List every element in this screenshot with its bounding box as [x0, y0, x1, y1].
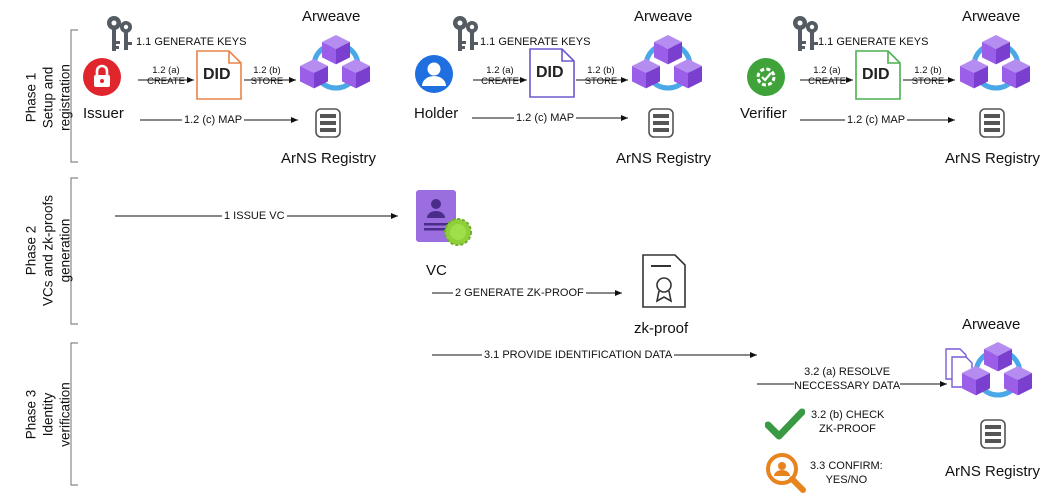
check-zk-label: 3.2 (b) CHECK ZK-PROOF [811, 408, 884, 436]
phase3-bracket [70, 342, 78, 486]
holder-generate-keys-label: 1.1 GENERATE KEYS [480, 36, 591, 48]
provide-data-label: 3.1 PROVIDE IDENTIFICATION DATA [482, 349, 675, 361]
holder-name: Holder [414, 105, 459, 122]
arweave-cubes-icon [962, 342, 1032, 398]
holder-store-label: 1.2 (b) STORE [578, 65, 624, 87]
holder-create-label: 1.2 (a) CREATE [474, 65, 526, 87]
resolve-line-2: NECCESSARY DATA [794, 380, 901, 392]
issuer-arweave-label: Arweave [302, 8, 361, 25]
keys-icon [793, 16, 818, 51]
server-icon [648, 108, 674, 138]
confirm-label: 3.3 CONFIRM: YES/NO [810, 459, 883, 487]
keys-icon [107, 16, 132, 51]
verifier-generate-keys-label: 1.1 GENERATE KEYS [818, 36, 929, 48]
arweave-cubes-icon [960, 35, 1030, 91]
vc-label: VC [426, 262, 447, 279]
verifier-arns-label: ArNS Registry [945, 150, 1041, 167]
verifier-did-label: DID [862, 66, 890, 83]
holder-create-num: 1.2 (a) [486, 65, 514, 76]
generate-zk-label: 2 GENERATE ZK-PROOF [453, 287, 586, 299]
holder-did-label: DID [536, 64, 564, 81]
holder-create-text: CREATE [481, 76, 519, 87]
verifier-map-label: 1.2 (c) MAP [845, 114, 908, 126]
arweave-cubes-icon [300, 35, 370, 91]
phase1-subtitle-2: registration [57, 64, 73, 131]
certificate-icon [642, 254, 686, 308]
server-icon [980, 419, 1006, 449]
confirm-line-2: YES/NO [825, 474, 868, 486]
phase2-subtitle-2: generation [57, 218, 73, 283]
phase2-bracket [70, 177, 78, 325]
phase3-subtitle-1: Identity [40, 392, 56, 437]
verifier-create-label: 1.2 (a) CREATE [801, 65, 853, 87]
issuer-create-label: 1.2 (a) CREATE [140, 65, 192, 87]
check-line-2: ZK-PROOF [819, 423, 876, 435]
phase1-bracket [70, 29, 78, 163]
phase2-title: Phase 2 [23, 225, 39, 276]
phase2-label: Phase 2 VCs and zk-proofs generation [23, 176, 74, 326]
issuer-arns-label: ArNS Registry [281, 150, 377, 167]
holder-arns-label: ArNS Registry [616, 150, 712, 167]
issuer-store-text: STORE [250, 76, 284, 87]
holder-arweave-label: Arweave [634, 8, 693, 25]
holder-store-num: 1.2 (b) [587, 65, 615, 76]
issuer-arweave-cubes [298, 30, 374, 107]
checkmark-icon [765, 408, 805, 440]
holder-map-label: 1.2 (c) MAP [514, 112, 577, 124]
verifier-store-label: 1.2 (b) STORE [905, 65, 951, 87]
server-icon [979, 108, 1005, 138]
phase1-label: Phase 1 Setup and registration [23, 28, 74, 168]
holder-did-document-icon [529, 48, 575, 98]
issuer-create-num: 1.2 (a) [152, 65, 180, 76]
issuer-map-label: 1.2 (c) MAP [182, 114, 245, 126]
verifier-name: Verifier [740, 105, 787, 122]
phase3-arweave-cubes [960, 337, 1036, 414]
credential-icon [416, 190, 472, 246]
verifier-create-text: CREATE [808, 76, 846, 87]
verifier-store-num: 1.2 (b) [914, 65, 942, 76]
phase1-title: Phase 1 [23, 72, 39, 123]
phase3-title: Phase 3 [23, 389, 39, 440]
verifier-arweave-cubes [958, 30, 1034, 107]
confirm-line-1: 3.3 CONFIRM: [810, 460, 883, 472]
arweave-cubes-icon [632, 35, 702, 91]
holder-arweave-cubes [630, 30, 706, 107]
search-user-icon [766, 453, 806, 493]
issuer-did-document-icon [196, 50, 242, 100]
issuer-create-text: CREATE [147, 76, 185, 87]
issuer-store-label: 1.2 (b) STORE [244, 65, 290, 87]
resolve-data-label: 3.2 (a) RESOLVE NECCESSARY DATA [794, 365, 901, 393]
phase3-arns-label: ArNS Registry [945, 463, 1041, 480]
user-icon [415, 55, 453, 93]
server-icon [315, 108, 341, 138]
phase1-subtitle-1: Setup and [40, 66, 56, 129]
holder-store-text: STORE [584, 76, 618, 87]
phase3-subtitle-2: verification [57, 382, 73, 447]
resolve-line-1: 3.2 (a) RESOLVE [804, 366, 891, 378]
issuer-store-num: 1.2 (b) [253, 65, 281, 76]
verified-gear-icon [747, 58, 785, 96]
issue-vc-label: 1 ISSUE VC [222, 210, 287, 222]
check-line-1: 3.2 (b) CHECK [811, 409, 885, 421]
verifier-create-num: 1.2 (a) [813, 65, 841, 76]
zk-proof-label: zk-proof [634, 320, 689, 337]
verifier-did-document-icon [855, 50, 901, 100]
issuer-did-label: DID [203, 66, 231, 83]
issuer-name: Issuer [83, 105, 124, 122]
lock-icon [83, 58, 121, 96]
verifier-arweave-label: Arweave [962, 8, 1021, 25]
phase2-subtitle-1: VCs and zk-proofs [40, 194, 56, 307]
phase3-arweave-label: Arweave [962, 316, 1021, 333]
verifier-store-text: STORE [911, 76, 945, 87]
keys-icon [453, 16, 478, 51]
issuer-generate-keys-label: 1.1 GENERATE KEYS [136, 36, 247, 48]
phase3-label: Phase 3 Identity verification [23, 345, 74, 485]
